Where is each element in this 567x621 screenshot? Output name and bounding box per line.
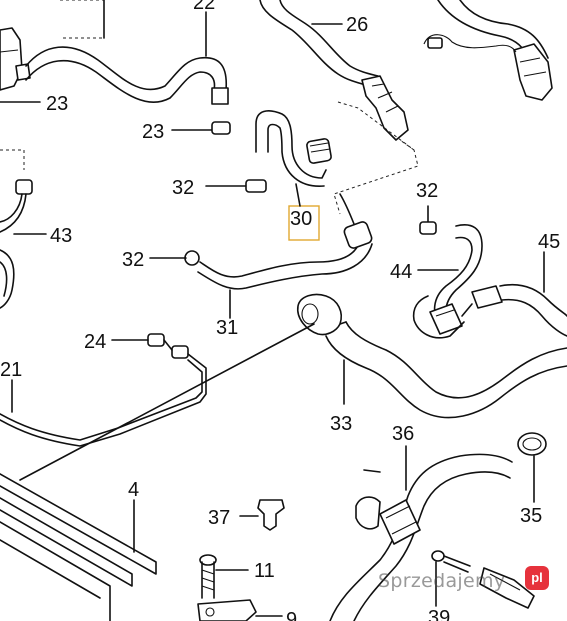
bracket-dash-43 bbox=[0, 149, 25, 170]
label-9: 9 bbox=[286, 609, 297, 621]
watermark-badge: pl bbox=[525, 566, 549, 590]
bolt-39 bbox=[431, 550, 471, 607]
hose-26 bbox=[259, 0, 409, 141]
hose-44 bbox=[429, 224, 483, 335]
guide-30 bbox=[333, 101, 419, 215]
hose-top-right bbox=[423, 0, 553, 101]
label-24: 24 bbox=[84, 331, 106, 353]
clamp-32-mid bbox=[245, 179, 267, 193]
hose-33 bbox=[296, 293, 567, 419]
label-36: 36 bbox=[392, 423, 414, 445]
label-21: 21 bbox=[0, 359, 22, 381]
label-37: 37 bbox=[208, 507, 230, 529]
reservoir-part bbox=[0, 27, 31, 91]
label-43: 43 bbox=[50, 225, 72, 247]
clamp-23 bbox=[171, 121, 231, 135]
hose-45 bbox=[412, 284, 567, 339]
hose-22 bbox=[25, 46, 229, 105]
label-44: 44 bbox=[390, 261, 412, 283]
highlight-box-30 bbox=[288, 205, 320, 241]
label-26: 26 bbox=[346, 14, 368, 36]
hose-31 bbox=[184, 193, 373, 290]
sensor-24 bbox=[0, 333, 207, 447]
label-22: 22 bbox=[193, 0, 215, 14]
bracket-9 bbox=[197, 599, 283, 621]
bolt-11 bbox=[199, 554, 249, 599]
label-32-mid: 32 bbox=[172, 177, 194, 199]
sensor-43 bbox=[0, 179, 33, 309]
clamp-35 bbox=[517, 432, 547, 503]
hose-36 bbox=[329, 453, 513, 621]
connector-part bbox=[479, 567, 535, 609]
clamp-32-right bbox=[419, 205, 437, 235]
clip-37 bbox=[239, 499, 285, 531]
label-33: 33 bbox=[330, 413, 352, 435]
label-32-right: 32 bbox=[416, 180, 438, 202]
label-39: 39 bbox=[428, 607, 450, 621]
label-45: 45 bbox=[538, 231, 560, 253]
top-dashed-box bbox=[60, 0, 105, 39]
label-23-top: 23 bbox=[46, 93, 68, 115]
label-35: 35 bbox=[520, 505, 542, 527]
label-4: 4 bbox=[128, 479, 139, 501]
radiator-strips-4 bbox=[0, 323, 315, 621]
label-31: 31 bbox=[216, 317, 238, 339]
label-32-left: 32 bbox=[122, 249, 144, 271]
watermark-text: Sprzedajemy bbox=[378, 570, 506, 592]
hose-30 bbox=[255, 110, 332, 187]
label-30: 30 bbox=[290, 208, 312, 230]
label-23: 23 bbox=[142, 121, 164, 143]
label-11: 11 bbox=[254, 560, 275, 582]
